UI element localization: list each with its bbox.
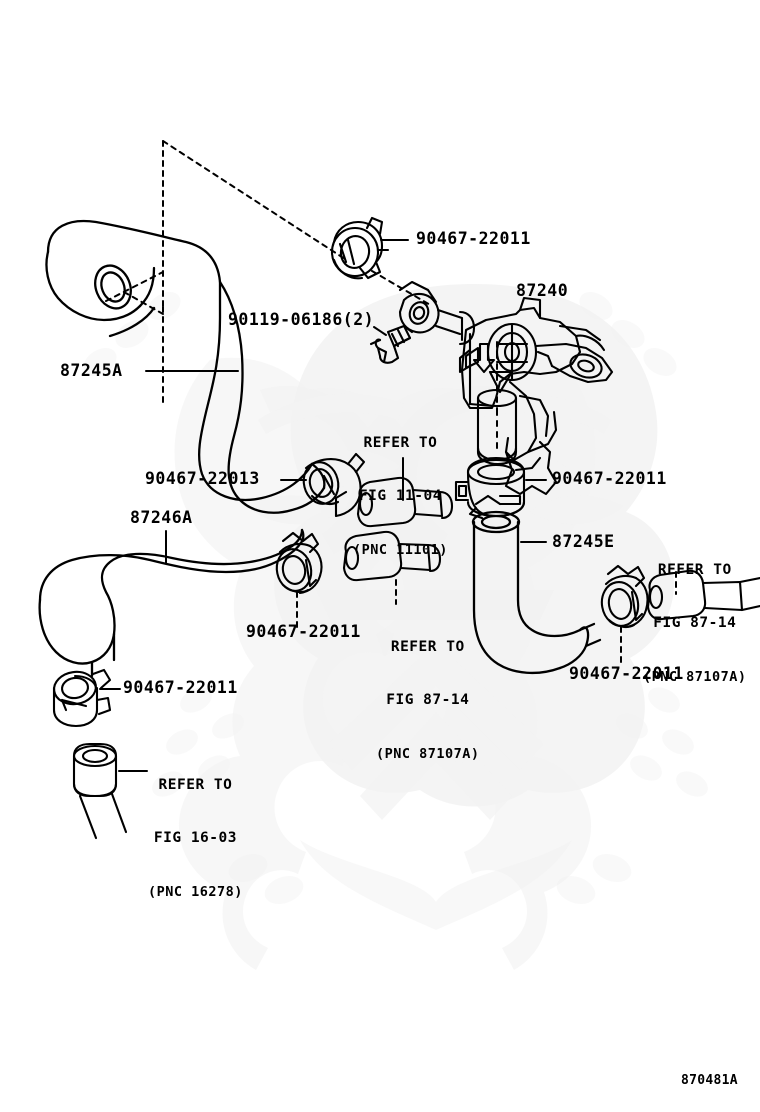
hose-87245E xyxy=(471,510,602,675)
reference-fig-11-04[interactable]: REFER TO FIG 11-04 (PNC 11101) xyxy=(353,400,448,593)
reference-fig-87-14-mid[interactable]: REFER TO FIG 87-14 (PNC 87107A) xyxy=(376,604,480,797)
pipe-stub-fig-11-04 xyxy=(356,476,454,528)
reference-fig-11-04-line3: (PNC 11101) xyxy=(353,541,448,558)
reference-fig-87-14-right[interactable]: REFER TO FIG 87-14 (PNC 87107A) xyxy=(643,527,747,720)
reference-fig-16-03-line1: REFER TO xyxy=(158,777,233,794)
reference-fig-87-14-right-line1: REFER TO xyxy=(657,562,732,579)
clamp-90467-22011-top xyxy=(330,216,390,280)
pipe-stub-fig-87-14-right xyxy=(646,569,760,621)
reference-fig-87-14-right-line2: FIG 87-14 xyxy=(653,615,737,632)
projection-lines xyxy=(105,140,346,406)
label-87245E[interactable]: 87245E xyxy=(552,532,615,551)
leader-lines xyxy=(99,239,677,772)
label-87245A[interactable]: 87245A xyxy=(60,361,123,380)
label-90467-22011-valve[interactable]: 90467-22011 xyxy=(552,469,667,488)
hose-87246A xyxy=(38,528,305,678)
clamp-90467-22013 xyxy=(302,452,366,518)
label-90467-22011-right[interactable]: 90467-22011 xyxy=(569,664,684,683)
label-90467-22011-lower-left[interactable]: 90467-22011 xyxy=(123,678,238,697)
label-90467-22013[interactable]: 90467-22013 xyxy=(145,469,260,488)
label-87240[interactable]: 87240 xyxy=(516,281,569,300)
reference-fig-87-14-mid-line2: FIG 87-14 xyxy=(386,692,470,709)
clamp-90467-22011-valve xyxy=(454,456,526,520)
reference-fig-87-14-mid-line3: (PNC 87107A) xyxy=(376,745,480,762)
label-90467-22011-mid[interactable]: 90467-22011 xyxy=(246,622,361,641)
pipe-stub-fig-87-14-mid xyxy=(342,530,442,582)
reference-fig-87-14-mid-line1: REFER TO xyxy=(390,639,465,656)
reference-fig-11-04-line2: FIG 11-04 xyxy=(358,488,442,505)
reference-fig-16-03-line2: FIG 16-03 xyxy=(153,830,237,847)
reference-fig-87-14-right-line3: (PNC 87107A) xyxy=(643,668,747,685)
reference-fig-16-03-line3: (PNC 16278) xyxy=(148,883,243,900)
pipe-fig-16-03 xyxy=(72,742,128,840)
bolt-90119-06186 xyxy=(369,324,414,364)
reference-fig-16-03[interactable]: REFER TO FIG 16-03 (PNC 16278) xyxy=(148,742,243,935)
label-90467-22011-top[interactable]: 90467-22011 xyxy=(416,229,531,248)
reference-fig-11-04-line1: REFER TO xyxy=(363,435,438,452)
clamp-90467-22011-right xyxy=(600,564,649,629)
diagram-code: 870481A xyxy=(681,1073,738,1088)
clamp-90467-22011-lower-left xyxy=(52,668,112,728)
label-90119-06186[interactable]: 90119-06186(2) xyxy=(228,310,375,329)
clamp-90467-22011-mid xyxy=(275,531,323,595)
label-87246A[interactable]: 87246A xyxy=(130,508,193,527)
